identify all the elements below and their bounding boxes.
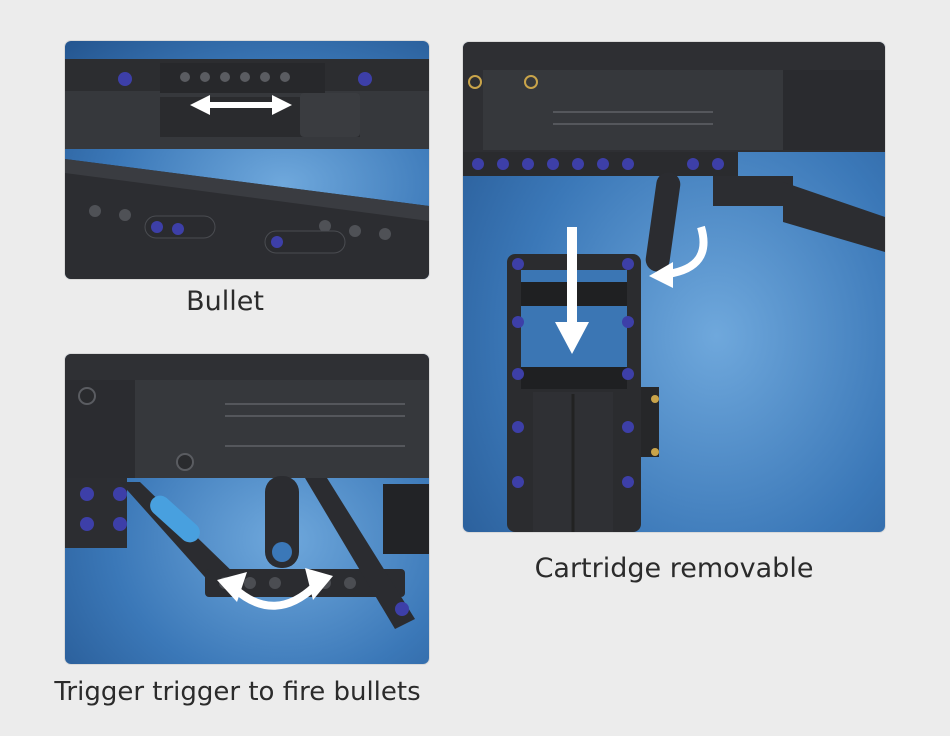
curved-arrow-icon [649, 225, 708, 288]
trigger-caption: Trigger trigger to fire bullets [54, 677, 421, 707]
bullet-photo-panel [65, 41, 429, 279]
curved-double-arrow-icon [217, 568, 333, 610]
bullet-caption: Bullet [186, 286, 264, 317]
trigger-photo-panel [65, 354, 429, 664]
cartridge-caption: Cartridge removable [534, 553, 814, 584]
bullet-mechanism-illustration [65, 59, 429, 279]
down-arrow-icon [555, 227, 589, 354]
trigger-mechanism-illustration [65, 354, 429, 629]
cartridge-mechanism-illustration [463, 42, 885, 532]
cartridge-photo-panel [463, 42, 885, 532]
double-arrow-icon [190, 95, 292, 115]
